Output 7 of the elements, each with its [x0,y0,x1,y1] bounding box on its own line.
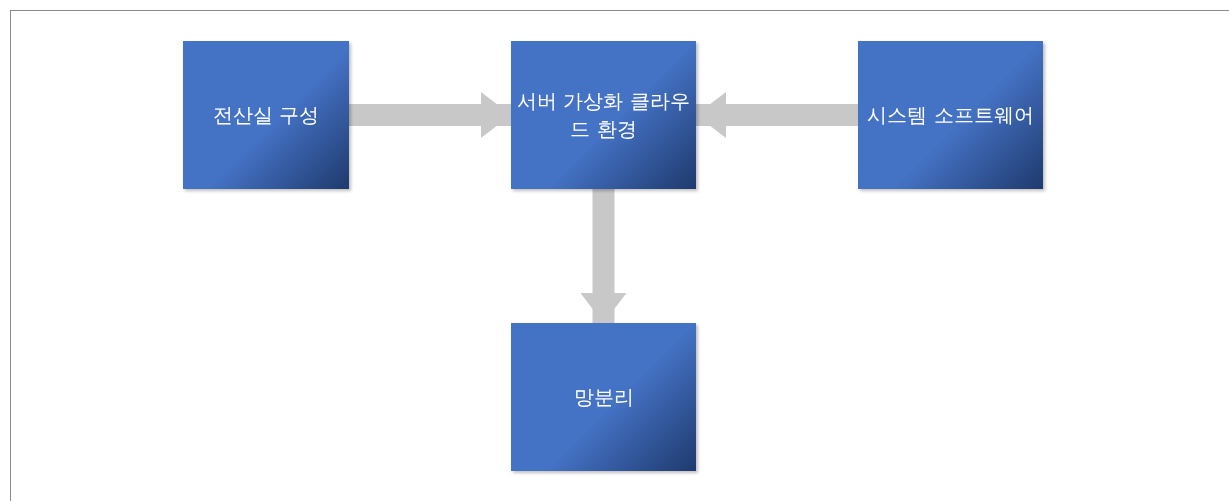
process-box: 시스템 소프트웨어 [858,41,1043,189]
process-box: 전산실 구성 [183,41,349,189]
arrow [580,189,627,323]
process-box: 망분리 [511,323,696,471]
process-box: 서버 가상화 클라우드 환경 [511,41,696,189]
arrow [696,92,858,138]
arrow [349,92,511,138]
